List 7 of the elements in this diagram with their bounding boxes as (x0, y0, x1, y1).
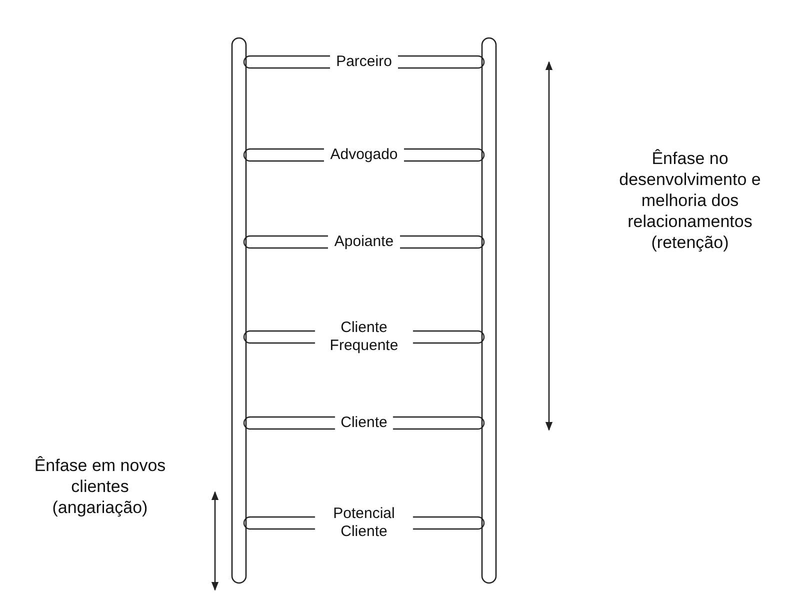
rung-label: Parceiro (330, 53, 398, 71)
rung-label: Cliente (334, 414, 394, 432)
annotation-text: Ênfase em novos clientes (angariação) (33, 455, 167, 518)
annotation-text: Ênfase no desenvolvimento e melhoria dos relacionamentos (retenção) (618, 148, 762, 253)
rung-label: Advogado (324, 146, 404, 164)
rung-label: Cliente Frequente (315, 319, 413, 355)
rung-label: Apoiante (328, 233, 400, 251)
